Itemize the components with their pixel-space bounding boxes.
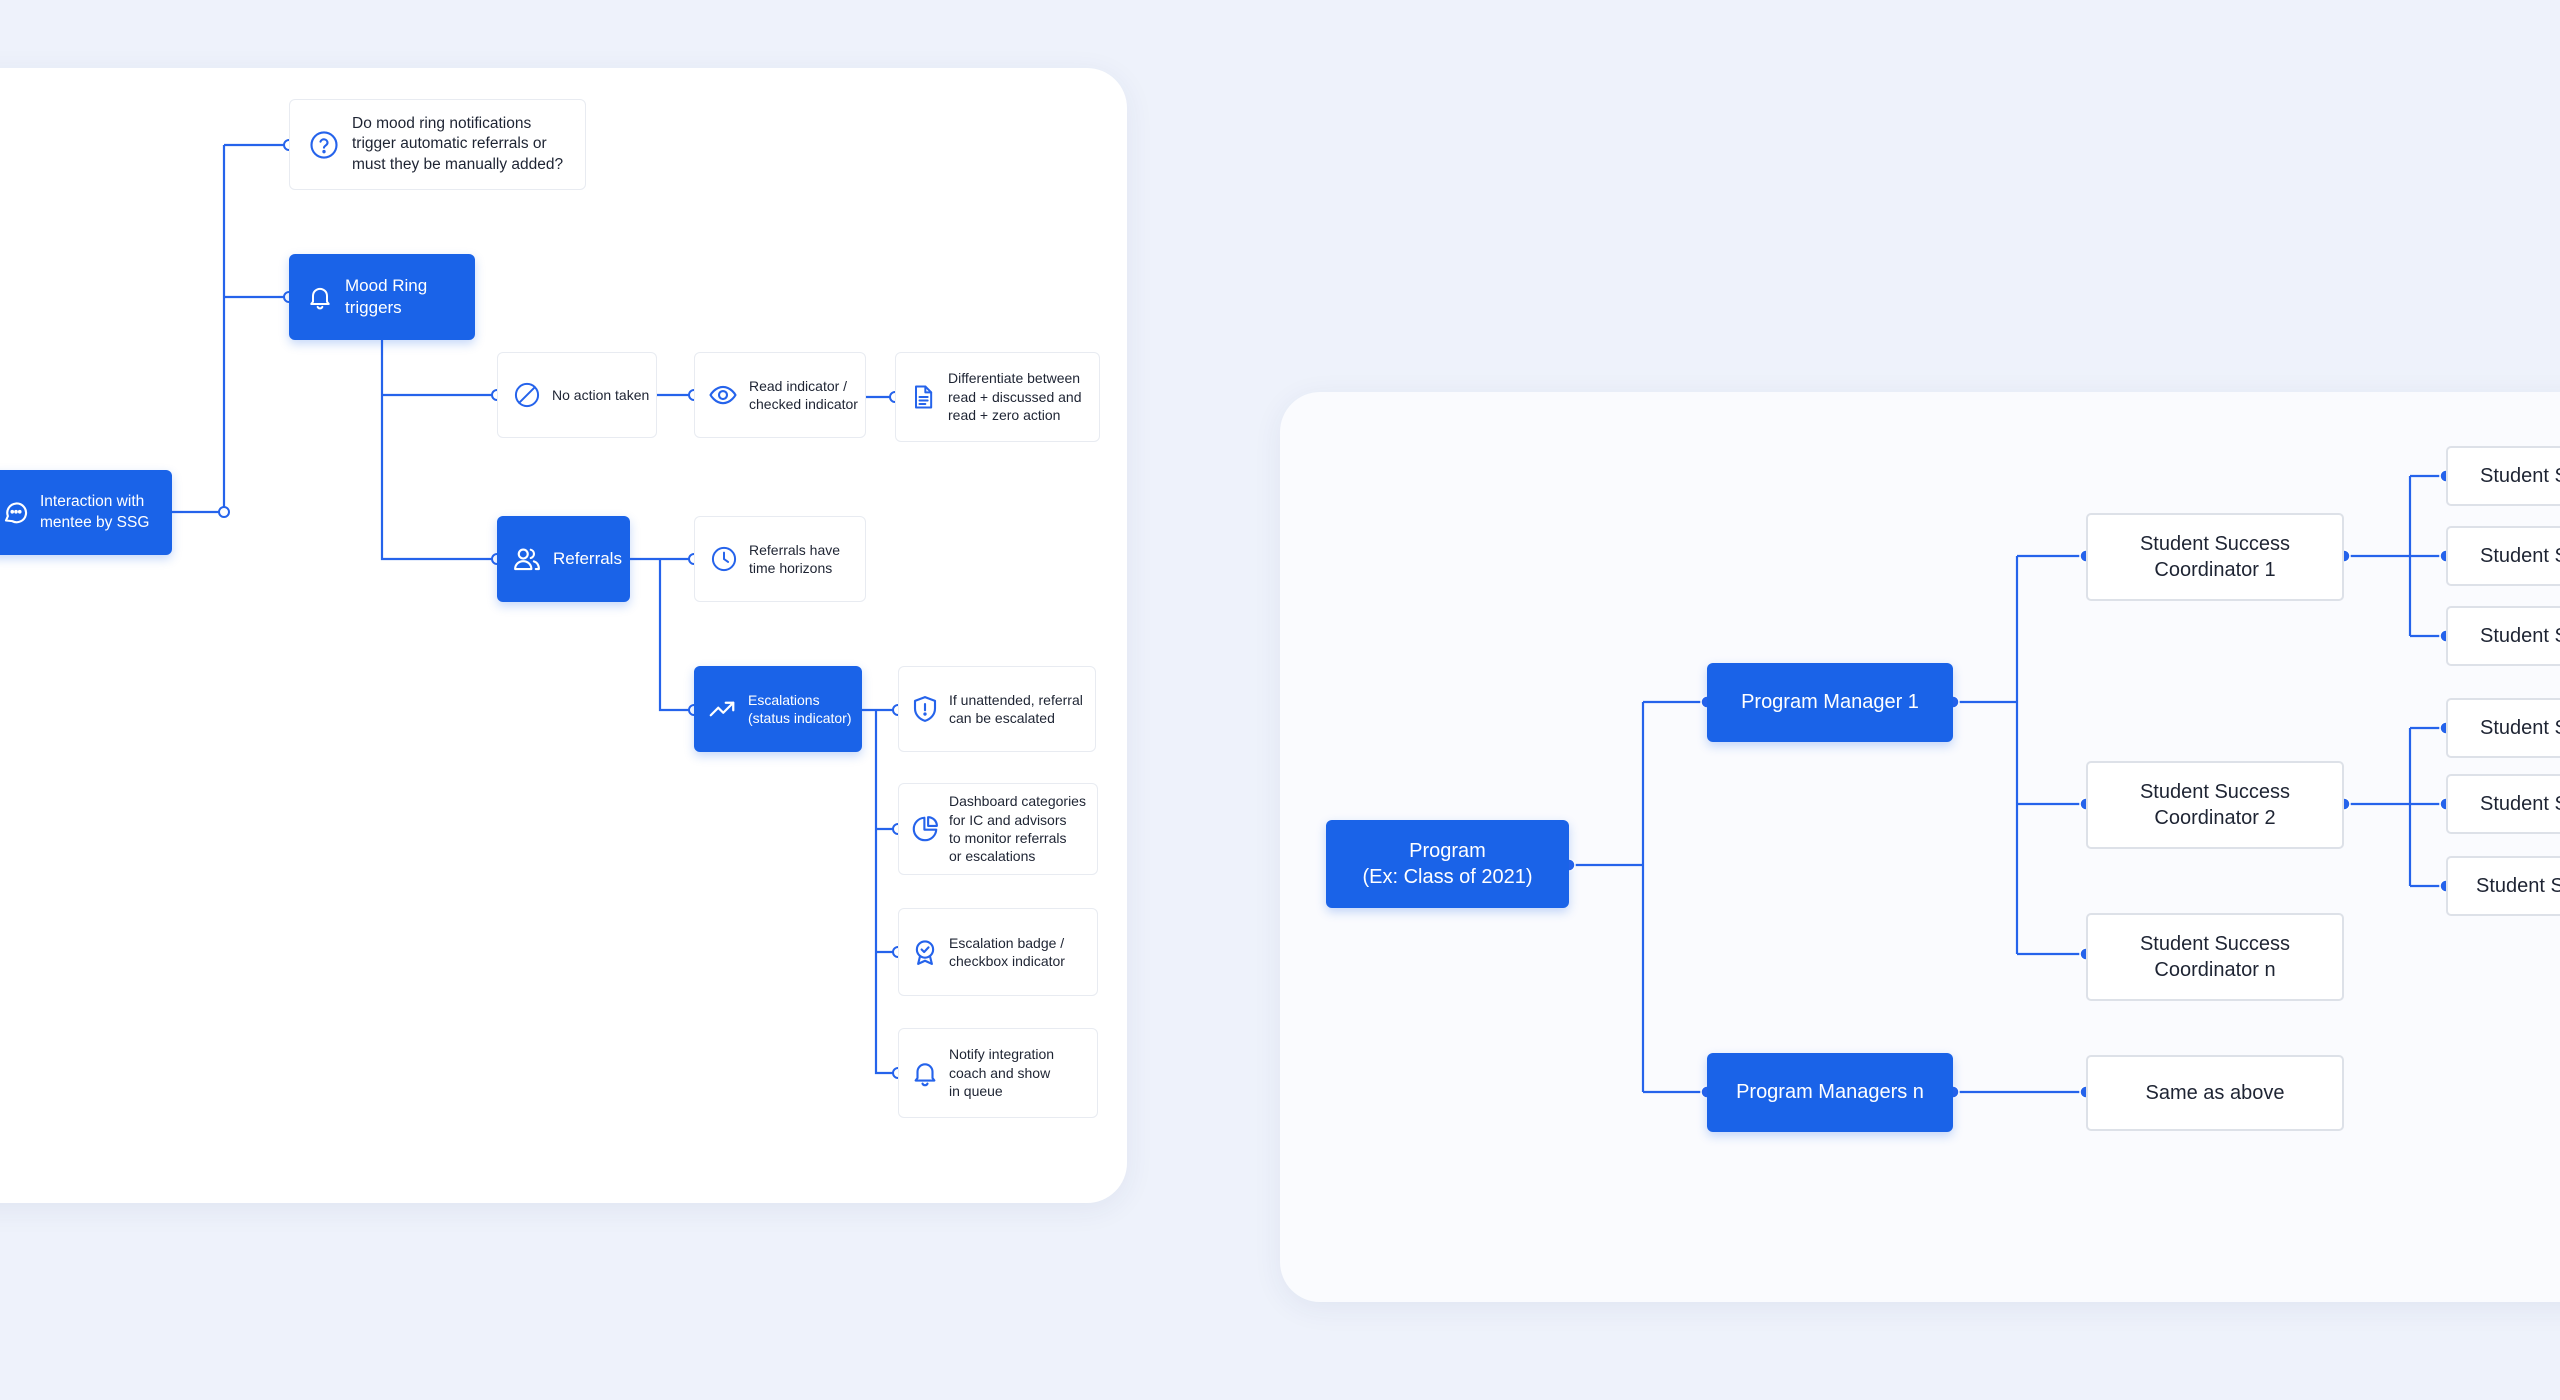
differentiate-label: Differentiate between read + discussed a… — [948, 370, 1082, 424]
program-manager-1-node[interactable]: Program Manager 1 — [1707, 663, 1953, 742]
mood-ring-node[interactable]: Mood Ring triggers — [289, 254, 475, 340]
document-icon — [908, 383, 938, 411]
program-label: Program (Ex: Class of 2021) — [1362, 839, 1533, 888]
question-label: Do mood ring notifications trigger autom… — [352, 114, 564, 173]
bell-icon — [909, 1058, 941, 1088]
read-indicator-label: Read indicator / checked indicator — [749, 377, 858, 412]
student-label: Student S — [2480, 544, 2560, 567]
student-node[interactable]: Student S — [2446, 606, 2560, 666]
no-action-label: No action taken — [552, 386, 650, 403]
left-flow-card — [0, 68, 1127, 1203]
interaction-label: Interaction with mentee by SSG — [40, 493, 150, 531]
student-label: Student S — [2480, 464, 2560, 487]
chat-icon — [0, 498, 32, 528]
same-as-above-label: Same as above — [2145, 1081, 2285, 1104]
dashboard-node[interactable]: Dashboard categories for IC and advisors… — [898, 783, 1098, 875]
student-label: Student S — [2480, 792, 2560, 815]
escalation-badge-label: Escalation badge / checkbox indicator — [949, 934, 1065, 969]
time-horizons-label: Referrals have time horizons — [749, 541, 841, 576]
coordinator-2-node[interactable]: Student Success Coordinator 2 — [2086, 761, 2344, 849]
interaction-node[interactable]: Interaction with mentee by SSG — [0, 470, 172, 555]
shield-alert-icon — [909, 694, 941, 724]
student-node[interactable]: Student S — [2446, 856, 2560, 916]
bell-icon — [305, 283, 335, 311]
question-node[interactable]: Do mood ring notifications trigger autom… — [289, 99, 586, 190]
coordinator-n-label: Student Success Coordinator n — [2139, 932, 2291, 981]
help-circle-icon — [308, 130, 340, 160]
program-managers-n-label: Program Managers n — [1736, 1081, 1924, 1104]
same-as-above-node[interactable]: Same as above — [2086, 1055, 2344, 1131]
escalation-badge-node[interactable]: Escalation badge / checkbox indicator — [898, 908, 1098, 996]
student-label: Student S — [2480, 624, 2560, 647]
student-label: Student S — [2480, 716, 2560, 739]
mood-ring-label: Mood Ring triggers — [345, 275, 428, 317]
notify-label: Notify integration coach and show in que… — [949, 1046, 1055, 1100]
student-label: Student S — [2476, 874, 2560, 897]
users-icon — [511, 544, 543, 574]
student-node[interactable]: Student S — [2446, 446, 2560, 506]
student-node[interactable]: Student S — [2446, 526, 2560, 586]
read-indicator-node[interactable]: Read indicator / checked indicator — [694, 352, 866, 438]
escalations-label: Escalations (status indicator) — [748, 691, 852, 726]
dashboard-label: Dashboard categories for IC and advisors… — [949, 793, 1086, 865]
coordinator-n-node[interactable]: Student Success Coordinator n — [2086, 913, 2344, 1001]
escalations-node[interactable]: Escalations (status indicator) — [694, 666, 862, 752]
no-action-node[interactable]: No action taken — [497, 352, 657, 438]
eye-icon — [707, 380, 739, 410]
program-manager-1-label: Program Manager 1 — [1741, 691, 1919, 714]
coordinator-1-label: Student Success Coordinator 1 — [2139, 532, 2291, 581]
coordinator-1-node[interactable]: Student Success Coordinator 1 — [2086, 513, 2344, 601]
notify-node[interactable]: Notify integration coach and show in que… — [898, 1028, 1098, 1118]
differentiate-node[interactable]: Differentiate between read + discussed a… — [895, 352, 1100, 442]
program-node[interactable]: Program (Ex: Class of 2021) — [1326, 820, 1569, 908]
trending-up-icon — [706, 694, 738, 724]
student-node[interactable]: Student S — [2446, 774, 2560, 834]
prohibited-icon — [512, 381, 542, 409]
unattended-label: If unattended, referral can be escalated — [949, 691, 1083, 726]
program-managers-n-node[interactable]: Program Managers n — [1707, 1053, 1953, 1132]
coordinator-2-label: Student Success Coordinator 2 — [2139, 780, 2291, 829]
student-node[interactable]: Student S — [2446, 698, 2560, 758]
pie-chart-icon — [909, 814, 941, 844]
clock-icon — [709, 545, 739, 573]
time-horizons-node[interactable]: Referrals have time horizons — [694, 516, 866, 602]
badge-check-icon — [909, 937, 941, 967]
referrals-node[interactable]: Referrals — [497, 516, 630, 602]
referrals-label: Referrals — [553, 548, 622, 568]
unattended-node[interactable]: If unattended, referral can be escalated — [898, 666, 1096, 752]
